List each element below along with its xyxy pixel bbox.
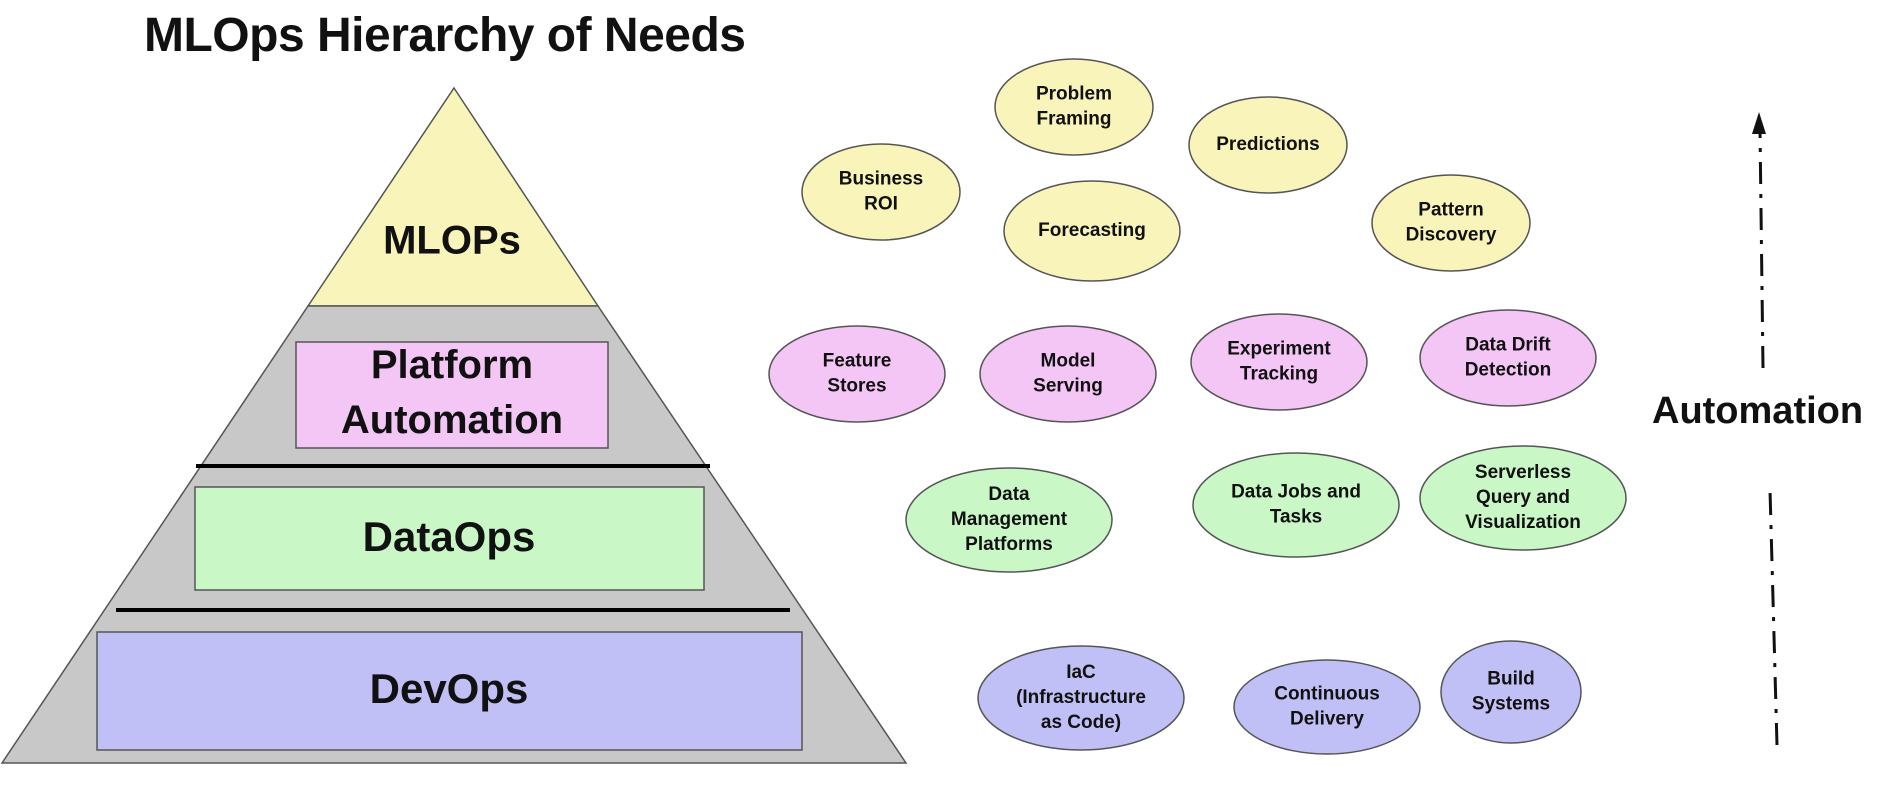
bubble-shape-data-management-platforms — [905, 467, 1113, 573]
dataops-box — [194, 486, 705, 591]
bubble-shape-data-jobs-and-tasks — [1192, 452, 1400, 558]
platform-automation-box — [295, 341, 609, 449]
bubble-shape-experiment-tracking — [1190, 313, 1368, 411]
bubble-shape-business-roi — [801, 143, 961, 241]
diagram-title: MLOps Hierarchy of Needs — [144, 9, 746, 62]
bubble-forecasting: Forecasting — [1003, 180, 1181, 282]
tier-label-devops: DevOps — [370, 665, 529, 712]
bubble-shape-serverless-query-and-visualization — [1419, 445, 1627, 551]
bubble-shape-pattern-discovery — [1371, 174, 1531, 272]
tier-label-dataops: DataOps — [363, 513, 536, 560]
automation-arrow — [1752, 112, 1779, 746]
bubble-label-forecasting: Forecasting — [1038, 220, 1146, 241]
bubble-shape-problem-framing — [994, 58, 1154, 156]
devops-box — [96, 631, 803, 751]
automation-arrow-lower-line — [1768, 489, 1779, 746]
bubble-label-predictions: Predictions — [1216, 134, 1319, 155]
automation-arrow-head — [1752, 112, 1766, 134]
bubble-shape-predictions — [1188, 96, 1348, 194]
pyramid-top-section — [306, 86, 600, 307]
bubble-shape-build-systems — [1440, 640, 1582, 744]
bubble-shape-iac-infrastructure-as-code — [977, 645, 1185, 751]
bubble-shape-forecasting — [1003, 180, 1181, 282]
bubble-predictions: Predictions — [1188, 96, 1348, 194]
bubble-shape-model-serving — [979, 325, 1157, 423]
bubble-shape-data-drift-detection — [1419, 309, 1597, 407]
automation-label: Automation — [1652, 390, 1864, 432]
bubble-shape-feature-stores — [768, 325, 946, 423]
automation-arrow-upper-line — [1758, 129, 1765, 369]
tier-label-mlops: MLOPs — [383, 219, 521, 263]
bubble-shape-continuous-delivery — [1233, 659, 1421, 755]
